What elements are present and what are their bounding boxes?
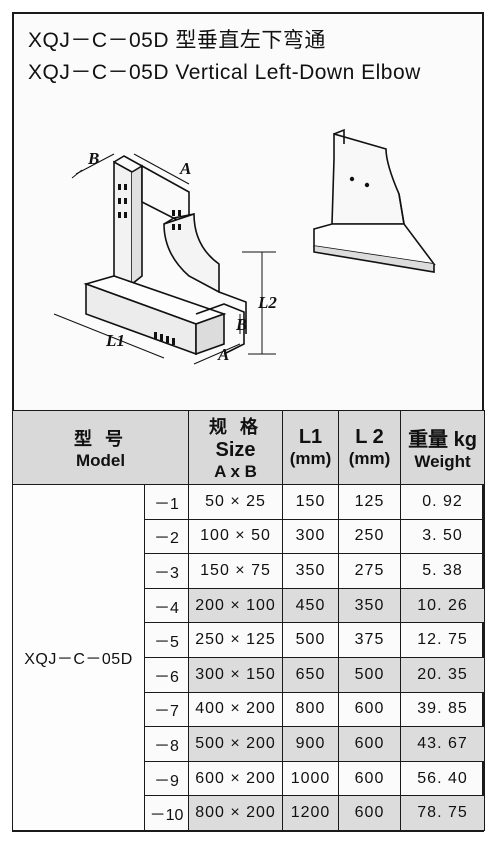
l1-cell: 500	[282, 622, 340, 658]
model-suffix-cell: －3	[143, 553, 190, 589]
l1-cell: 800	[282, 691, 340, 728]
header-weight-zh: 重量 kg	[408, 429, 477, 451]
title-english: XQJ－C－05D Vertical Left-Down Elbow	[28, 61, 421, 84]
size-cell: 50 × 25	[188, 484, 284, 520]
weight-cell: 39. 85	[400, 691, 486, 728]
l2-cell: 600	[338, 726, 402, 762]
l2-cell: 600	[338, 691, 402, 728]
label-a-top: A	[179, 159, 191, 178]
l1-cell: 350	[282, 553, 340, 589]
model-suffix-cell: －6	[143, 656, 190, 693]
weight-cell: 10. 26	[400, 587, 486, 624]
weight-cell: 5. 38	[400, 553, 486, 589]
header-size-en: Size	[215, 439, 256, 461]
header-weight: 重量 kg Weight	[400, 410, 486, 485]
l2-cell: 350	[338, 587, 402, 624]
weight-cell: 78. 75	[400, 795, 486, 831]
l2-cell: 275	[338, 553, 402, 589]
header-size-zh: 规 格	[209, 417, 263, 437]
l2-cell: 600	[338, 795, 402, 831]
l1-cell: 450	[282, 587, 340, 624]
size-cell: 200 × 100	[188, 587, 284, 624]
l2-cell: 125	[338, 484, 402, 520]
size-cell: 150 × 75	[188, 553, 284, 589]
l1-cell: 1200	[282, 795, 340, 831]
size-cell: 250 × 125	[188, 622, 284, 658]
header-l2-label: L 2	[355, 426, 384, 448]
model-cell: XQJ－C－05D	[12, 484, 145, 831]
model-suffix-cell: －4	[143, 587, 190, 624]
model-suffix-cell: －10	[143, 795, 190, 831]
l2-cell: 250	[338, 518, 402, 555]
model-suffix-cell: －9	[143, 760, 190, 797]
model-suffix-cell: －5	[143, 622, 190, 658]
model-suffix-cell: －8	[143, 726, 190, 762]
header-l2: L 2 (mm)	[338, 410, 402, 485]
l1-cell: 300	[282, 518, 340, 555]
header-l2-unit: (mm)	[348, 449, 391, 468]
spec-table: 型 号 Model 规 格 Size A x B L1 (mm) L 2 (mm…	[11, 410, 486, 831]
size-cell: 100 × 50	[188, 518, 284, 555]
header-size-axb: A x B	[214, 462, 257, 481]
weight-cell: 56. 40	[400, 760, 486, 797]
l1-cell: 1000	[282, 760, 340, 797]
size-cell: 400 × 200	[188, 691, 284, 728]
l1-cell: 650	[282, 656, 340, 693]
model-suffix-cell: －2	[143, 518, 190, 555]
size-cell: 300 × 150	[188, 656, 284, 693]
l2-cell: 500	[338, 656, 402, 693]
size-cell: 600 × 200	[188, 760, 284, 797]
l2-cell: 600	[338, 760, 402, 797]
perspective-drawing	[313, 128, 436, 273]
l2-cell: 375	[338, 622, 402, 658]
weight-cell: 3. 50	[400, 518, 486, 555]
l1-cell: 900	[282, 726, 340, 762]
weight-cell: 0. 92	[400, 484, 486, 520]
weight-cell: 20. 35	[400, 656, 486, 693]
size-cell: 500 × 200	[188, 726, 284, 762]
label-a-bottom: A	[217, 345, 229, 364]
weight-cell: 12. 75	[400, 622, 486, 658]
header-model-en: Model	[75, 450, 126, 470]
header-l1: L1 (mm)	[282, 410, 340, 485]
label-b-side: B	[235, 315, 247, 334]
label-l1: L1	[105, 331, 125, 350]
elbow-drawing: B A L2 L1 B A	[53, 128, 436, 365]
header-weight-en: Weight	[414, 452, 471, 471]
header-l1-unit: (mm)	[289, 449, 332, 468]
header-model-zh: 型 号	[74, 428, 128, 449]
model-suffix-cell: －1	[143, 484, 190, 520]
header-row: 型 号 Model 规 格 Size A x B L1 (mm) L 2 (mm…	[11, 410, 486, 485]
spec-table-wrap: 型 号 Model 规 格 Size A x B L1 (mm) L 2 (mm…	[11, 410, 486, 831]
label-b-top: B	[87, 149, 99, 168]
title-chinese: XQJ－C－05D 型垂直左下弯通	[28, 29, 326, 52]
size-cell: 800 × 200	[188, 795, 284, 831]
label-l2: L2	[257, 293, 277, 312]
iso-drawing	[53, 153, 276, 365]
model-suffix-cell: －7	[143, 691, 190, 728]
header-model: 型 号 Model	[11, 410, 190, 485]
weight-cell: 43. 67	[400, 726, 486, 762]
header-l1-label: L1	[298, 426, 323, 448]
l1-cell: 150	[282, 484, 340, 520]
header-size: 规 格 Size A x B	[188, 410, 284, 485]
